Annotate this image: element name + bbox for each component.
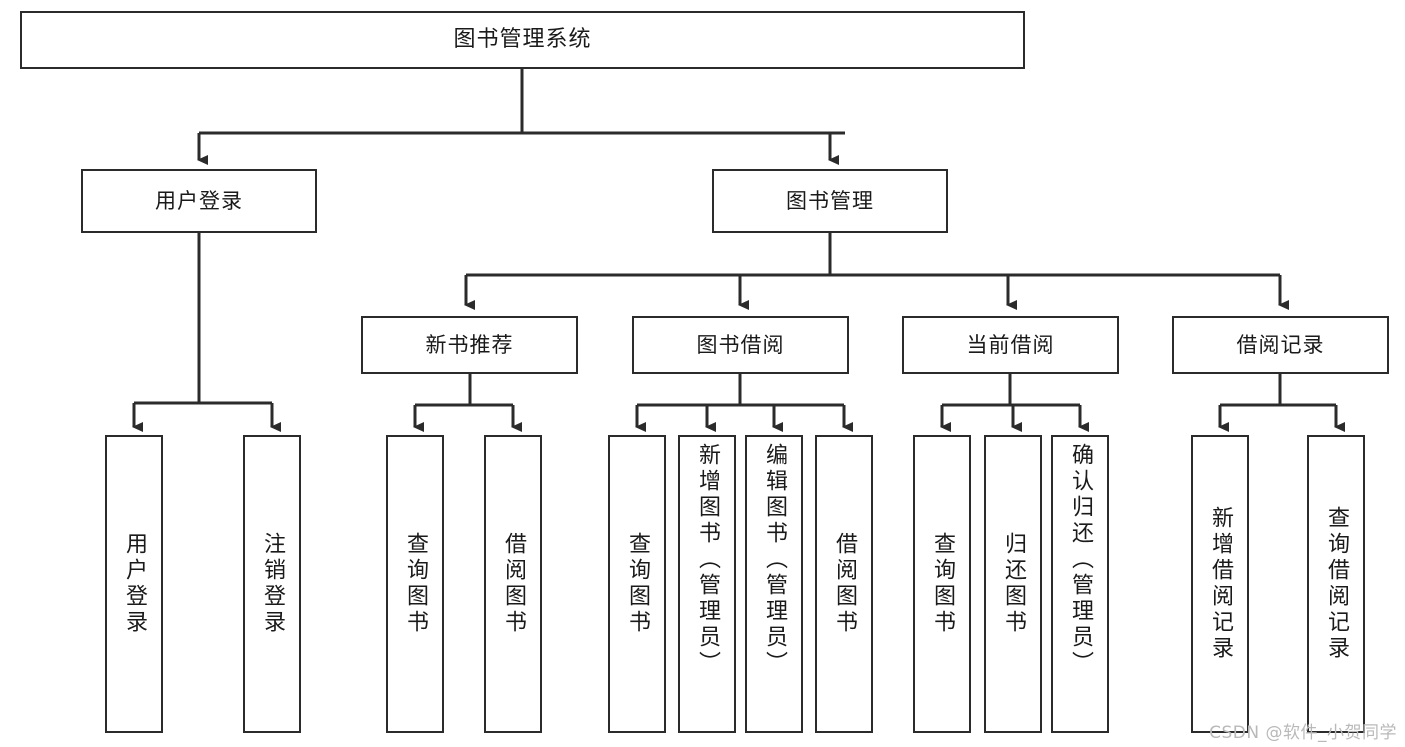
node-borrow-record[interactable]: 借阅记录 xyxy=(1172,316,1389,374)
leaf-node-edit-book-admin[interactable]: 编辑图书（管理员） xyxy=(745,435,803,733)
node-label: 借阅记录 xyxy=(1236,332,1325,357)
leaf-node-query-borrow-record[interactable]: 查询借阅记录 xyxy=(1307,435,1365,733)
leaf-node-borrow-book-recommend[interactable]: 借阅图书 xyxy=(484,435,542,733)
node-label: 查询图书 xyxy=(930,532,955,636)
edges-bookmanage-to-level3 xyxy=(464,233,1289,310)
node-label: 借阅图书 xyxy=(832,532,857,636)
leaf-node-add-borrow-record[interactable]: 新增借阅记录 xyxy=(1191,435,1249,733)
edges-borrowrecord-to-leaves xyxy=(1218,374,1345,432)
node-book-borrow[interactable]: 图书借阅 xyxy=(632,316,849,374)
node-label: 当前借阅 xyxy=(966,332,1055,357)
node-current-borrow[interactable]: 当前借阅 xyxy=(902,316,1119,374)
leaf-node-confirm-return-admin[interactable]: 确认归还（管理员） xyxy=(1051,435,1109,733)
node-user-login[interactable]: 用户登录 xyxy=(81,169,317,233)
leaf-node-user-login[interactable]: 用户登录 xyxy=(105,435,163,733)
leaf-node-query-book-recommend[interactable]: 查询图书 xyxy=(386,435,444,733)
node-book-manage[interactable]: 图书管理 xyxy=(712,169,948,233)
edges-root-to-level2 xyxy=(197,69,845,165)
node-label: 图书管理 xyxy=(786,188,874,213)
edges-newbookrec-to-leaves xyxy=(413,374,522,432)
node-label: 查询图书 xyxy=(625,532,650,636)
edges-currentborrow-to-leaves xyxy=(940,374,1089,432)
leaf-node-query-book-current[interactable]: 查询图书 xyxy=(913,435,971,733)
node-label: 新书推荐 xyxy=(425,332,514,357)
node-label: 查询图书 xyxy=(403,532,428,636)
edges-bookborrow-to-leaves xyxy=(635,374,853,432)
leaf-node-add-book-admin[interactable]: 新增图书（管理员） xyxy=(678,435,736,733)
node-label: 借阅图书 xyxy=(501,532,526,636)
node-label: 归还图书 xyxy=(1001,532,1026,636)
leaf-node-query-book-borrow[interactable]: 查询图书 xyxy=(608,435,666,733)
node-label: 图书管理系统 xyxy=(453,27,592,53)
node-label: 图书借阅 xyxy=(696,332,785,357)
node-label: 用户登录 xyxy=(122,532,147,636)
node-label: 注销登录 xyxy=(260,532,285,636)
edges-userlogin-to-leaves xyxy=(132,233,281,432)
leaf-node-logout[interactable]: 注销登录 xyxy=(243,435,301,733)
node-root-system[interactable]: 图书管理系统 xyxy=(20,11,1025,69)
leaf-node-return-book[interactable]: 归还图书 xyxy=(984,435,1042,733)
node-label: 确认归还（管理员） xyxy=(1068,443,1093,677)
node-label: 查询借阅记录 xyxy=(1324,506,1349,662)
node-label: 新增借阅记录 xyxy=(1208,506,1233,662)
node-label: 用户登录 xyxy=(155,188,243,213)
leaf-node-borrow-book[interactable]: 借阅图书 xyxy=(815,435,873,733)
node-label: 编辑图书（管理员） xyxy=(762,443,787,677)
watermark-text: CSDN @软件_小贺同学 xyxy=(1209,723,1397,743)
node-label: 新增图书（管理员） xyxy=(695,443,720,677)
node-new-book-recommend[interactable]: 新书推荐 xyxy=(361,316,578,374)
